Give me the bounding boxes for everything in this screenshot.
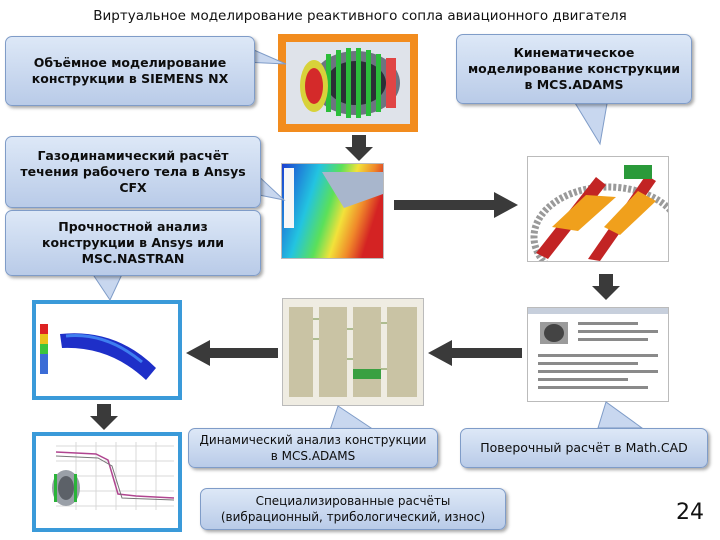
vibration-graph-image xyxy=(32,432,182,532)
mathcad-screen xyxy=(527,307,669,402)
callout-strength-analysis: Прочностной анализ конструкции в Ansys и… xyxy=(5,210,261,276)
arrow-down-strength-to-graph xyxy=(90,404,118,430)
dynamic-analysis-screen xyxy=(282,298,424,406)
arrow-left-mathcad-to-dynamic xyxy=(428,340,522,366)
nx-model-image xyxy=(278,34,418,132)
strength-result-image xyxy=(32,300,182,400)
callout-tail-mathcad xyxy=(597,401,644,429)
callout-adams-kinematic: Кинематическое моделирование конструкции… xyxy=(456,34,692,104)
arrow-left-dynamic-to-strength xyxy=(186,340,278,366)
callout-nx-modeling: Объёмное моделирование конструкции в SIE… xyxy=(5,36,255,106)
arrow-down-adams-to-mathcad xyxy=(592,274,620,300)
slide-title: Виртуальное моделирование реактивного со… xyxy=(93,8,627,24)
callout-mathcad-check: Поверочный расчёт в Math.CAD xyxy=(460,428,708,468)
callout-tail-adams-kin xyxy=(571,97,609,146)
arrow-down-nx-to-cfx xyxy=(345,135,373,161)
arrow-right-cfx-to-adams xyxy=(394,192,518,218)
adams-kinematic-image xyxy=(527,156,669,262)
page-number: 24 xyxy=(676,500,704,525)
callout-special-calculations: Специализированные расчёты (вибрационный… xyxy=(200,488,506,530)
callout-cfx-gasdynamics: Газодинамический расчёт течения рабочего… xyxy=(5,136,261,208)
callout-dynamic-analysis: Динамический анализ конструкции в MCS.AD… xyxy=(188,428,438,468)
cfx-result-image xyxy=(281,163,384,259)
